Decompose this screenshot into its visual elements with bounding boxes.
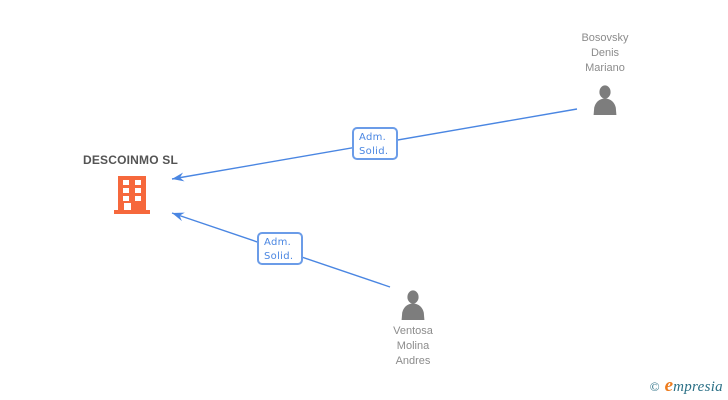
edge-label-adm-solid-1[interactable]: Adm. Solid.: [352, 127, 398, 160]
empresia-logo[interactable]: © e mpresia: [650, 375, 723, 397]
person-name-line: Molina: [396, 340, 430, 352]
brand-rest: mpresia: [673, 379, 723, 395]
edge-label-adm-solid-2[interactable]: Adm. Solid.: [257, 232, 303, 265]
edge-label-line: Adm.: [264, 237, 292, 248]
edge-label-line: Solid.: [359, 146, 389, 157]
copyright-icon: ©: [649, 379, 660, 394]
person-name-bosovsky: Bosovsky Denis Mariano: [555, 31, 655, 76]
person-name-line: Andres: [395, 355, 431, 367]
edge-label-line: Solid.: [264, 251, 294, 262]
person-name-line: Mariano: [585, 62, 625, 74]
person-name-line: Bosovsky: [581, 32, 629, 44]
company-name-label: DESCOINMO SL: [82, 153, 179, 167]
person-name-line: Ventosa: [393, 325, 433, 337]
person-name-line: Denis: [590, 47, 620, 59]
building-icon[interactable]: [114, 176, 150, 214]
person-icon[interactable]: [398, 290, 428, 320]
person-name-ventosa: Ventosa Molina Andres: [363, 324, 463, 369]
brand-initial: e: [664, 375, 674, 396]
edge-label-line: Adm.: [359, 132, 387, 143]
person-icon[interactable]: [590, 85, 620, 115]
